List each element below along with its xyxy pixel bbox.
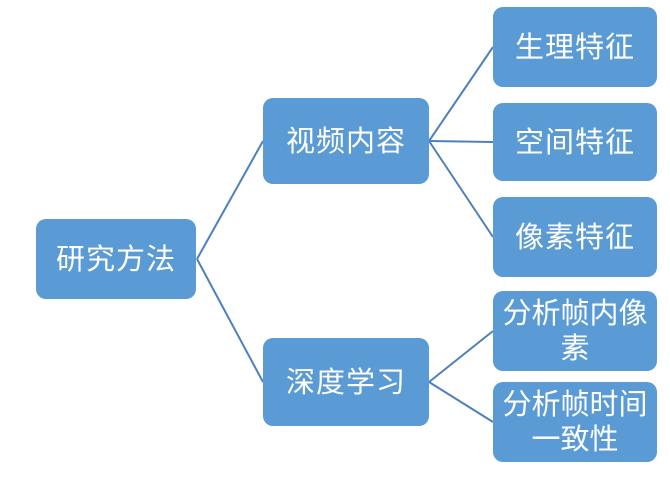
node-analyze-temporal-consistency: 分析帧时间一致性 <box>493 382 657 462</box>
connector-deep-intra-frame <box>428 330 494 383</box>
node-analyze-intra-frame-pixels: 分析帧内像素 <box>493 291 657 371</box>
connector-root-deep-learning <box>196 258 264 383</box>
connector-video-spatial <box>428 140 494 143</box>
node-deep-learning: 深度学习 <box>263 338 429 426</box>
node-analyze-intra-frame-pixels-label: 分析帧内像素 <box>502 296 648 365</box>
node-video-content-label: 视频内容 <box>285 123 406 158</box>
node-physiological-features-label: 生理特征 <box>514 29 635 64</box>
node-research-methods-label: 研究方法 <box>55 241 176 276</box>
node-deep-learning-label: 深度学习 <box>285 364 406 399</box>
node-analyze-temporal-consistency-label: 分析帧时间一致性 <box>502 387 648 456</box>
node-research-methods: 研究方法 <box>36 219 196 299</box>
connector-deep-temporal <box>428 381 494 423</box>
node-pixel-features-label: 像素特征 <box>514 219 635 254</box>
node-video-content: 视频内容 <box>263 98 429 184</box>
node-spatial-features-label: 空间特征 <box>514 124 635 159</box>
connector-root-video-content <box>196 140 264 260</box>
node-spatial-features: 空间特征 <box>493 103 657 181</box>
connector-video-pixel <box>428 140 494 238</box>
node-physiological-features: 生理特征 <box>493 7 657 87</box>
node-pixel-features: 像素特征 <box>493 197 657 277</box>
connector-video-physiological <box>428 46 494 142</box>
